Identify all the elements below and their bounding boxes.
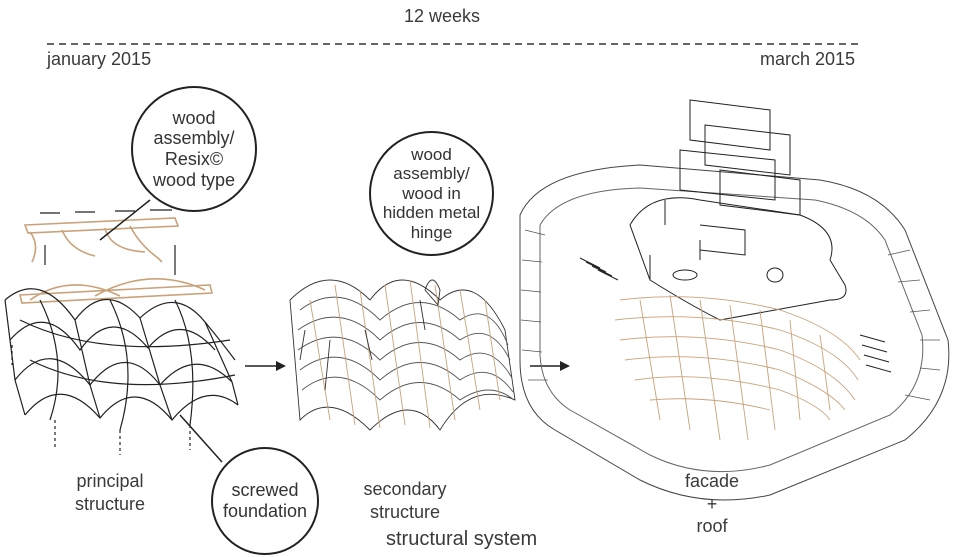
callout-2-line-1: screwed: [231, 480, 299, 501]
callout-leader-1: [99, 199, 151, 241]
arrow-right-2: [530, 361, 570, 371]
stage-label-facade-roof: facade + roof: [672, 470, 752, 538]
callout-3-line-4: hidden metal: [382, 203, 481, 223]
stage-3-line-3: roof: [696, 516, 728, 536]
secondary-structure-drawing: [289, 279, 516, 431]
callout-wood-hidden-metal-hinge: wood assembly/ wood in hidden metal hing…: [369, 131, 494, 256]
stage-3-line-1: facade: [684, 471, 740, 491]
stage-label-principal-structure: principal structure: [55, 470, 165, 517]
stage-label-secondary-structure: secondary structure: [350, 478, 460, 525]
facade-roof-drawing: [519, 99, 950, 501]
callout-1-line-3: Resix©: [164, 149, 224, 169]
callout-3-line-2: assembly/: [393, 164, 470, 184]
callout-screwed-foundation: screwed foundation: [211, 447, 319, 555]
callout-3-line-1: wood: [411, 144, 452, 164]
callout-1-line-4: wood type: [152, 169, 236, 190]
timeline-start-date: january 2015: [47, 49, 152, 69]
stage-1-line-2: structure: [74, 494, 146, 515]
callout-3-line-3: wood in: [402, 183, 461, 203]
callout-wood-assembly-resix: wood assembly/ Resix© wood type: [131, 86, 257, 212]
timeline-end-date: march 2015: [760, 49, 856, 69]
stage-2-line-2: structure: [369, 502, 441, 523]
callout-3-line-5: hinge: [410, 222, 453, 242]
stage-1-line-1: principal: [76, 471, 144, 491]
callout-1-line-1: wood: [172, 107, 216, 128]
timeline-duration: 12 weeks: [404, 6, 481, 26]
diagram-title: structural system: [386, 528, 538, 550]
principal-structure-drawing: [4, 209, 239, 455]
stage-3-line-2: +: [706, 493, 718, 514]
arrow-right-1: [245, 361, 286, 371]
stage-2-line-1: secondary: [363, 479, 447, 499]
callout-2-line-2: foundation: [222, 501, 308, 521]
callout-1-line-2: assembly/: [153, 128, 235, 149]
callout-leader-2: [179, 414, 223, 463]
